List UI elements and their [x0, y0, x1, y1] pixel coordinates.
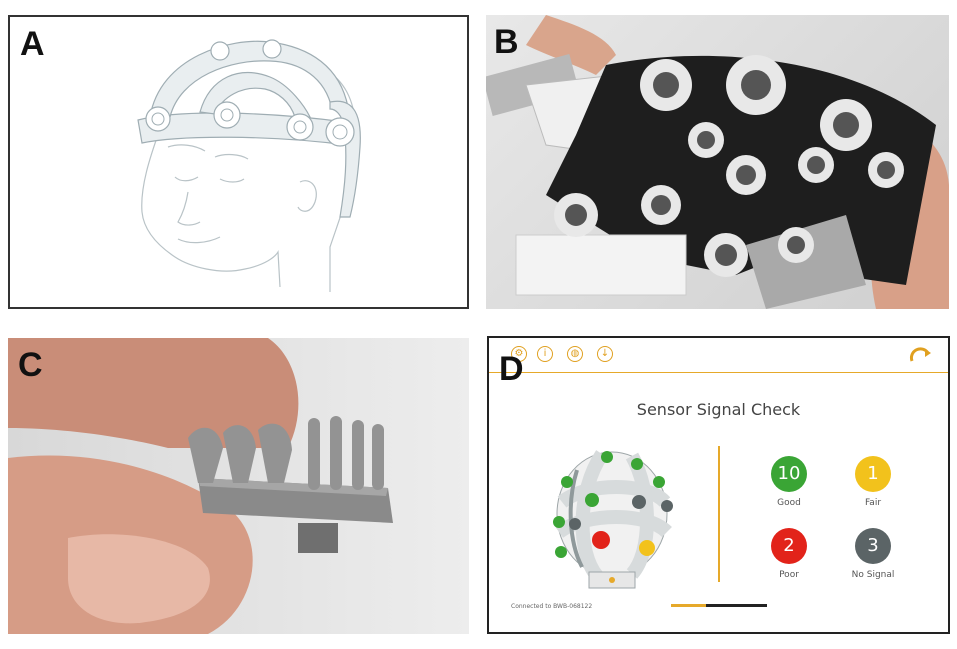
no-signal-label: No Signal: [851, 570, 895, 580]
poor-count-badge: 2: [771, 528, 807, 564]
globe-icon[interactable]: ◍: [567, 346, 583, 362]
panel-d: ⚙ i ◍ ↓ D Sensor Signal Check: [487, 336, 950, 634]
poor-label: Poor: [779, 570, 799, 580]
headset-illustration: [553, 450, 673, 589]
panel-a: A: [8, 15, 469, 309]
screen-title: Sensor Signal Check: [636, 400, 801, 419]
panel-c-letter: C: [18, 346, 43, 384]
no-signal-count-badge: 3: [855, 528, 891, 564]
fair-label: Fair: [864, 498, 882, 508]
headset-drawing: [137, 39, 361, 292]
app-toolbar: ⚙ i ◍ ↓: [489, 338, 948, 373]
progress-bar: [671, 604, 767, 607]
download-icon[interactable]: ↓: [597, 346, 613, 362]
headset-photo: [486, 15, 949, 309]
connection-status: Connected to BWB-068122: [511, 603, 593, 610]
settings-icon[interactable]: ⚙: [511, 346, 527, 362]
fair-count-badge: 1: [855, 456, 891, 492]
panel-a-letter: A: [20, 25, 45, 63]
panel-b: B: [486, 15, 949, 309]
good-count-badge: 10: [771, 456, 807, 492]
refresh-icon[interactable]: [908, 345, 934, 365]
progress-bar-fill: [671, 604, 706, 607]
panel-b-letter: B: [494, 23, 519, 61]
vertical-divider: [718, 446, 720, 582]
panel-d-letter: D: [499, 350, 524, 388]
info-icon[interactable]: i: [537, 346, 553, 362]
electrode-photo: [8, 338, 393, 634]
panel-c: C: [8, 338, 469, 634]
good-label: Good: [777, 498, 801, 508]
